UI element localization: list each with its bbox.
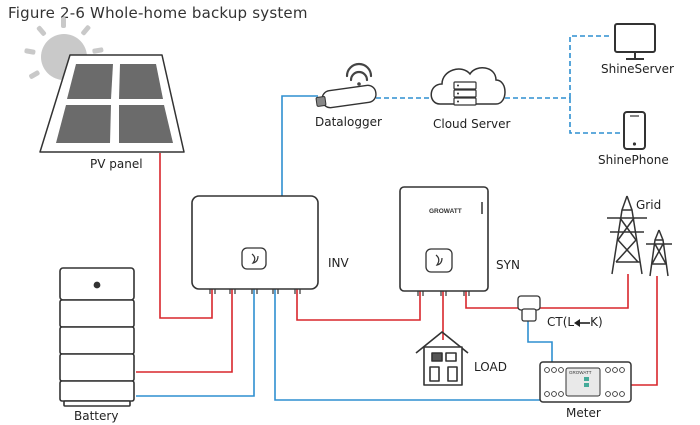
datalogger-body xyxy=(321,84,377,109)
battery-label: Battery xyxy=(74,409,119,423)
inverter-display xyxy=(241,247,267,270)
cloud-links xyxy=(376,35,622,134)
meter-label: Meter xyxy=(566,406,601,420)
comm-lines xyxy=(136,95,553,401)
hub-to-shinephone-line xyxy=(569,98,622,134)
ct-to-meter-line xyxy=(527,320,553,362)
shine-phone-label: ShinePhone xyxy=(598,153,669,167)
wifi-icon xyxy=(345,62,373,86)
inverter xyxy=(191,195,319,294)
phone-icon xyxy=(623,111,646,150)
meter-brand: GROWATT xyxy=(569,370,592,375)
house-load-icon xyxy=(415,331,469,386)
inverter-to-syn-line xyxy=(296,289,421,321)
battery-stack xyxy=(59,267,135,407)
pv-panel-cells xyxy=(56,64,173,143)
datalogger xyxy=(315,62,377,109)
syn-brand: GROWATT xyxy=(429,208,462,215)
pv-panel xyxy=(24,17,185,153)
figure-title: Figure 2-6 Whole-home backup system xyxy=(8,4,308,22)
meter: GROWATT xyxy=(539,361,632,403)
arrow-left-icon xyxy=(574,318,591,327)
datalogger-label: Datalogger xyxy=(315,115,382,129)
grid-label: Grid xyxy=(636,198,662,212)
grid-tower-icon xyxy=(607,195,672,277)
datalogger-to-inverter-line xyxy=(281,95,318,196)
pv-panel-label: PV panel xyxy=(90,157,143,171)
load-label: LOAD xyxy=(474,360,507,374)
ct-label-suffix: K) xyxy=(590,315,603,329)
ct-label: CT(L K) xyxy=(547,315,603,329)
cloud-server-icon xyxy=(430,67,506,106)
syn-label: SYN xyxy=(496,258,520,272)
battery-to-inverter-comm-line xyxy=(136,289,255,397)
monitor-icon xyxy=(614,23,656,60)
syn-body xyxy=(399,186,489,292)
inverter-body xyxy=(191,195,319,290)
shine-server-label: ShineServer xyxy=(601,62,674,76)
meter-to-grid-line xyxy=(631,276,658,386)
syn-to-grid-line xyxy=(465,274,629,309)
ct-clamp-icon xyxy=(517,295,541,322)
pv-to-inverter-line xyxy=(159,153,213,319)
ct-label-prefix: CT(L xyxy=(547,315,575,329)
inverter-to-meter-comm-line xyxy=(274,289,540,401)
inverter-label: INV xyxy=(328,256,349,270)
hub-to-shineserver-line xyxy=(569,35,612,98)
battery-to-inverter-line xyxy=(136,289,233,373)
syn-unit: GROWATT xyxy=(399,186,489,296)
cloud-server-label: Cloud Server xyxy=(433,117,511,131)
